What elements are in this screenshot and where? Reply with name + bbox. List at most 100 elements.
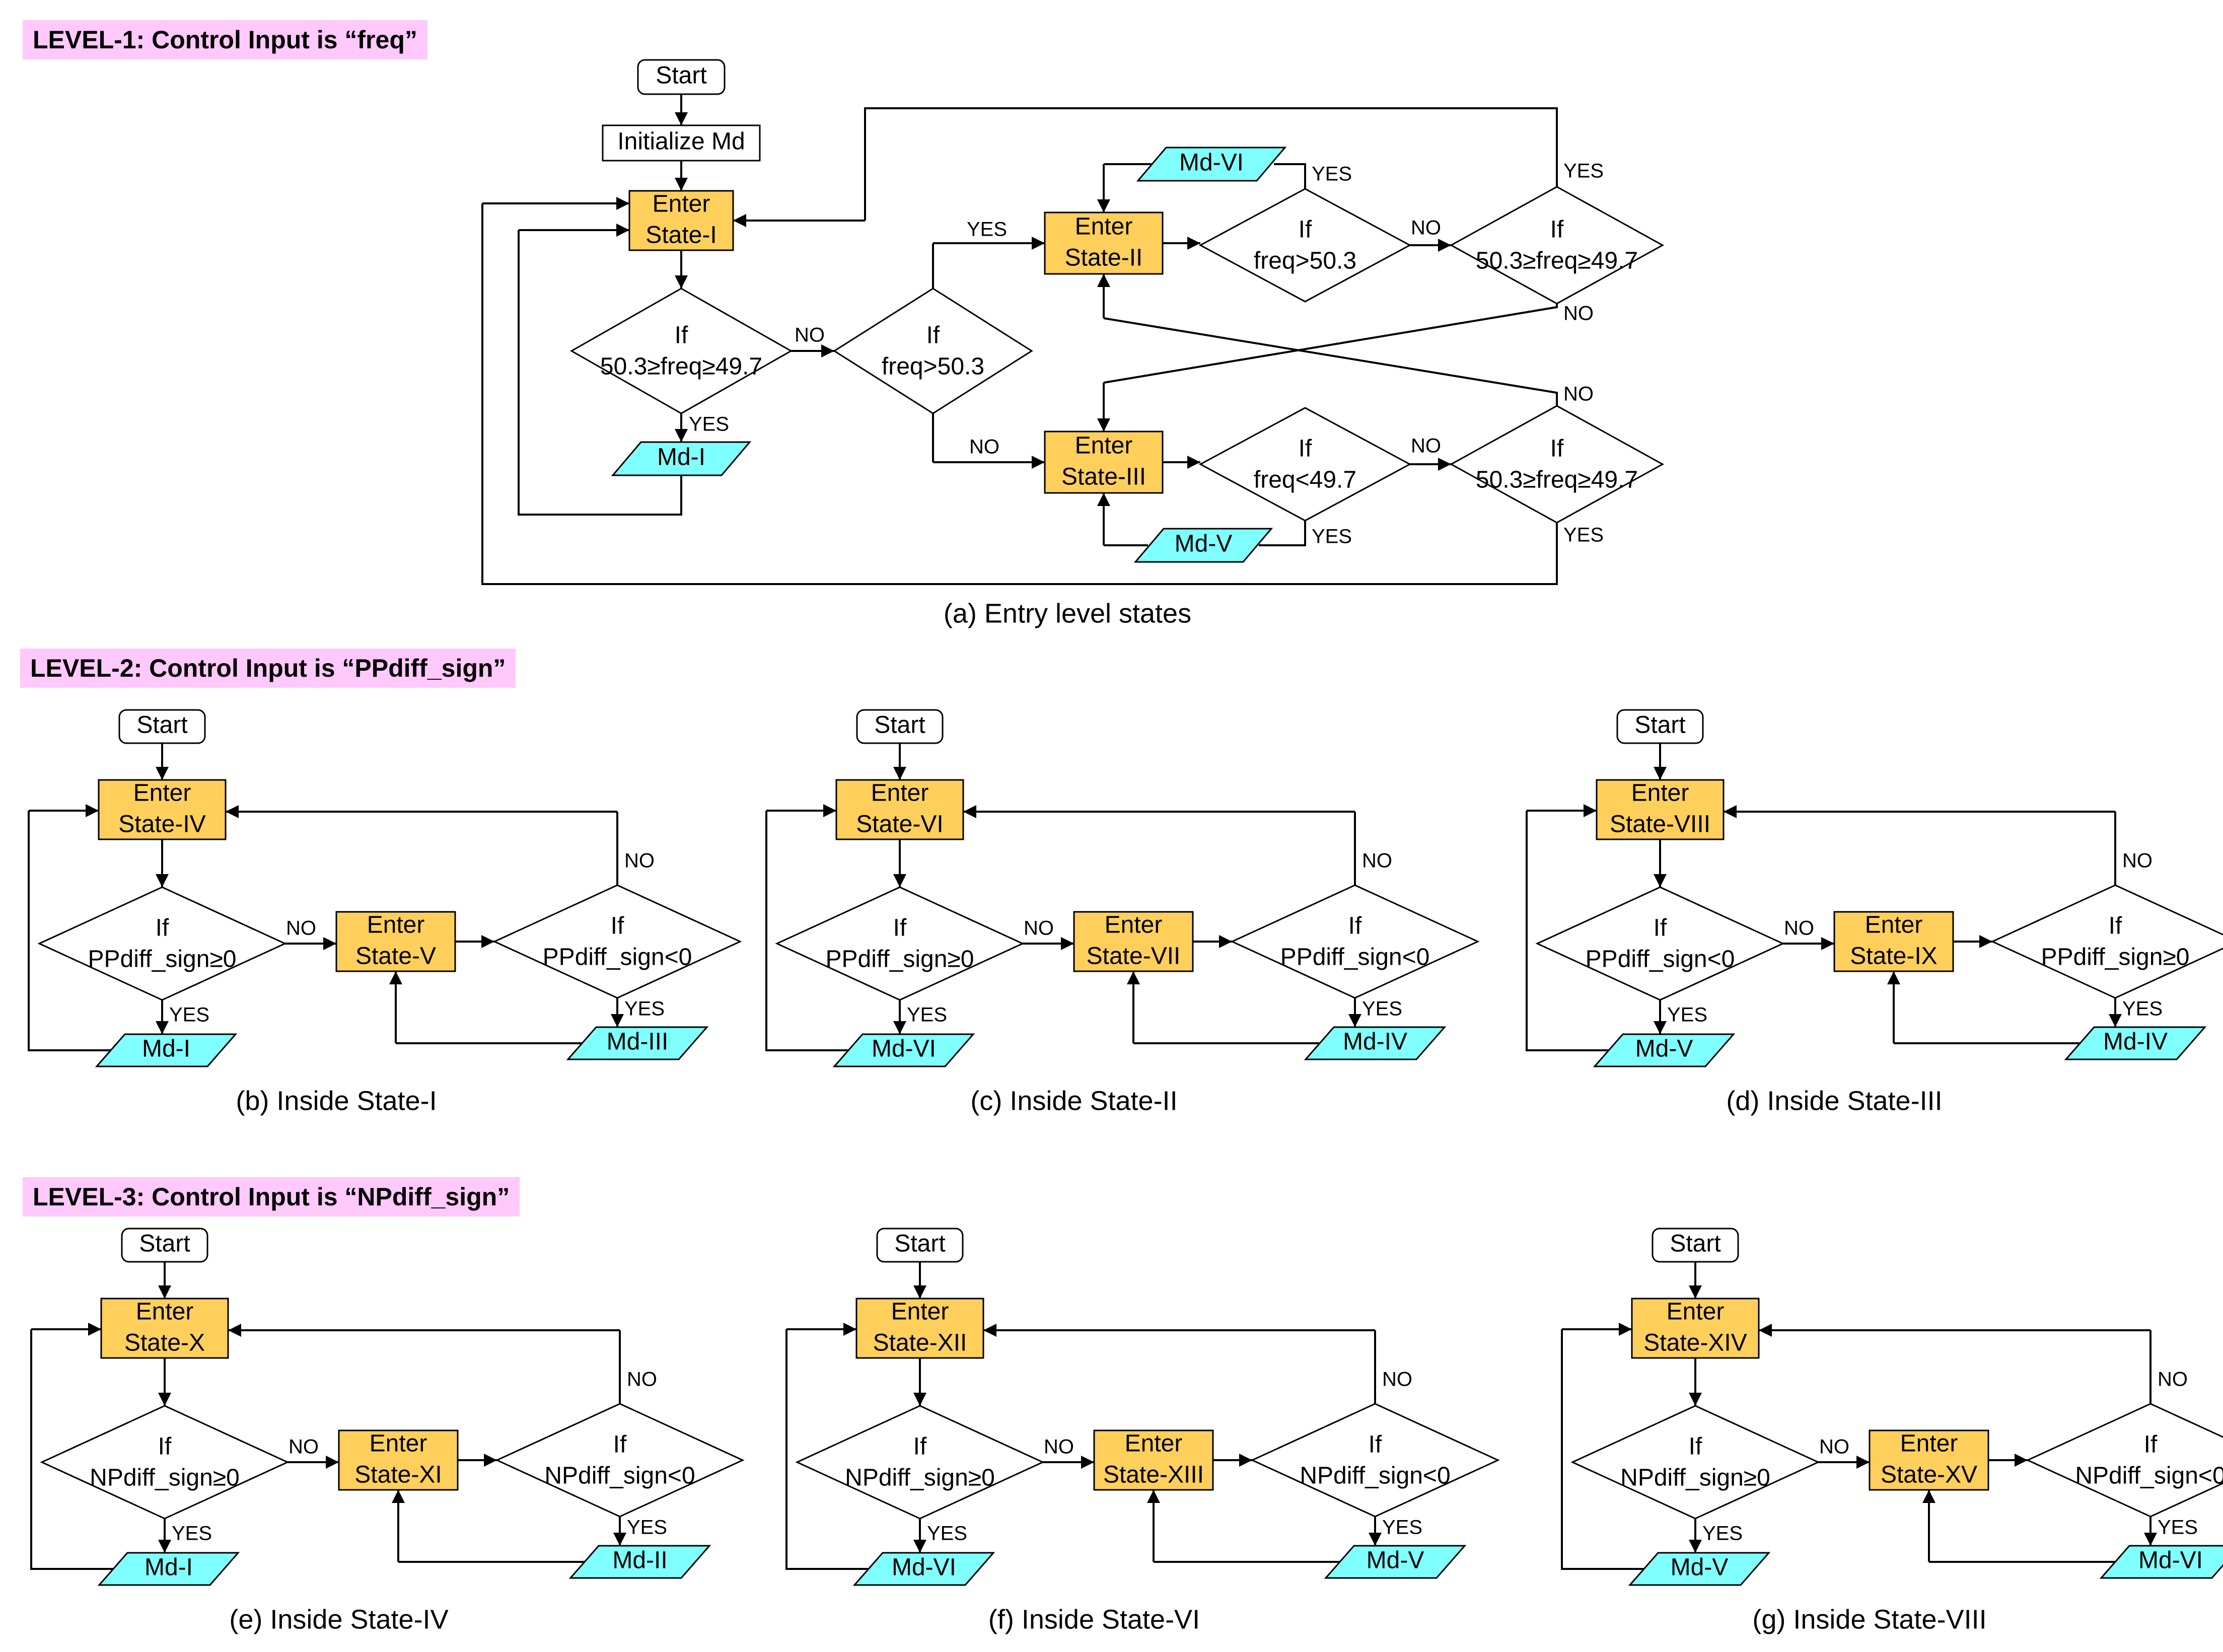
panel-e-state2-box [338,1429,459,1491]
panel-g-start-terminal-label: Start [1670,1231,1720,1257]
panel-c-label-no2: NO [1362,850,1392,872]
l1-line-iii-low-yes [1259,521,1306,546]
panel-f-state2-box-label-enter: Enter [1125,1430,1183,1457]
panel-g-decision1-label-condition: NPdiff_sign≥0 [1620,1465,1770,1491]
panel-b-state1-box-label-enter: Enter [133,780,191,807]
panel-e-label-yes2: YES [627,1517,667,1539]
panel-d-output2-label: Md-IV [2103,1029,2168,1055]
panel-d-state1-box-label-enter: Enter [1631,780,1689,807]
l1-label-yes-ii-high: YES [1312,163,1352,185]
panel-g-line-output1-loop [1561,1329,1644,1570]
panel-g-decision2-label-condition: NPdiff_sign<0 [2075,1463,2223,1489]
l1-ii-band-decision-label-if: If [1550,217,1564,243]
panel-f-caption: (f) Inside State-VI [988,1604,1200,1634]
l1-iii-band-decision [1449,405,1665,524]
l1-initialize-md-box [602,124,761,162]
panel-c-state2-box [1073,911,1194,972]
l1-state-i-box-label-enter: Enter [653,191,710,218]
l1-label-no-ii-high: NO [1411,217,1441,239]
l1-state-i-box [628,190,734,251]
l1-state-iii-box-label-enter: Enter [1075,433,1133,459]
panel-b-label-no2: NO [624,850,655,872]
panel-d-decision2-label-if: If [2109,913,2122,940]
l1-label-no-ii-band: NO [1563,303,1594,325]
l1-high-decision [833,288,1033,414]
l1-label-yes-high: YES [967,219,1007,241]
l1-state-ii-box-label-state: State-II [1065,245,1143,271]
l1-line-md-i-loop [518,230,682,516]
panel-f-label-no2: NO [1382,1369,1412,1391]
panel-c-output1 [832,1033,975,1067]
panel-c-start-terminal-label: Start [874,712,925,739]
panel-e-state2-box-label-enter: Enter [370,1430,427,1457]
l1-iii-low-decision-label-if: If [1299,436,1312,462]
panel-e-output2-label: Md-II [612,1547,667,1574]
panel-g-state2-box-label-enter: Enter [1900,1430,1958,1457]
l1-label-yes-ii-band: YES [1563,160,1604,182]
panel-f-start-terminal [876,1228,964,1263]
panel-f-state1-box-label-state: State-XII [873,1330,967,1356]
l1-line-ii-high-yes [1274,163,1306,189]
l1-md-i-output [611,441,752,476]
panel-f-decision1-label-condition: NPdiff_sign≥0 [845,1465,995,1491]
panel-f-output2 [1324,1545,1467,1579]
panel-e-state1-box-label-state: State-X [124,1330,205,1356]
panel-f-output2-label: Md-V [1367,1547,1424,1574]
panel-f-state2-box [1093,1429,1214,1491]
l1-ii-high-decision-label-if: If [1299,217,1312,243]
l1-state-ii-box [1044,211,1164,275]
level-3-label: LEVEL-3: Control Input is “NPdiff_sign” [23,1177,520,1216]
panel-d-caption: (d) Inside State-III [1726,1086,1942,1116]
l1-band-decision [569,288,793,414]
panel-e-label-yes1: YES [172,1523,212,1545]
panel-g-caption: (g) Inside State-VIII [1752,1604,1986,1634]
panel-f-label-yes1: YES [927,1523,967,1545]
panel-g-label-yes1: YES [1702,1523,1743,1545]
panel-e-decision1-label-if: If [158,1433,172,1460]
panel-b-output1 [95,1033,238,1067]
panel-d-state1-box [1596,779,1725,840]
l1-md-vi-output [1136,147,1287,182]
panel-c-output1-label: Md-VI [872,1036,936,1062]
panel-g-decision2 [2026,1403,2223,1518]
panel-b-state1-box-label-state: State-IV [118,811,205,838]
panel-g-state2-box [1869,1429,1989,1491]
l1-ii-band-decision-label-condition: 50.3≥freq≥49.7 [1476,248,1638,274]
panel-f-state1-box [855,1298,984,1359]
panel-e-decision2 [495,1403,745,1518]
panel-d-decision1-label-condition: PPdiff_sign<0 [1586,946,1735,973]
level-2-label: LEVEL-2: Control Input is “PPdiff_sign” [20,649,516,688]
panel-e-output1-label: Md-I [145,1554,193,1581]
panel-e-label-no2: NO [627,1369,657,1391]
panel-c-decision1 [775,886,1025,1001]
node-shapes [37,59,2223,1586]
panel-b-decision1-label-condition: PPdiff_sign≥0 [88,946,237,973]
panel-g-state1-box-label-enter: Enter [1667,1299,1725,1325]
panel-d-output1 [1593,1033,1736,1067]
panel-d-output2 [2064,1026,2207,1060]
panel-f-label-no1: NO [1044,1436,1074,1458]
panel-e-start-terminal [121,1228,208,1263]
panel-b-output2-label: Md-III [607,1029,669,1055]
panel-c-decision2 [1230,884,1480,999]
panel-d-decision1 [1535,886,1785,1001]
l1-start-terminal [637,59,726,95]
panel-f-line-output1-loop [785,1329,869,1570]
panel-e-state2-box-label-state: State-XI [354,1462,442,1488]
l1-high-decision-label-if: If [926,322,940,349]
panel-d-label-yes2: YES [2122,998,2163,1020]
l1-line-ii-band-no [1103,304,1558,384]
panel-e-state1-box-label-enter: Enter [136,1299,194,1325]
panel-b-output1-label: Md-I [142,1036,190,1062]
panel-b-decision1-label-if: If [156,915,169,942]
panel-c-label-no1: NO [1024,917,1054,940]
panel-c-label-yes1: YES [907,1004,947,1026]
panel-g-label-yes2: YES [2158,1517,2198,1539]
l1-high-decision-label-condition: freq>50.3 [882,353,984,380]
panel-b-caption: (b) Inside State-I [236,1086,437,1116]
panel-c-state1-box [835,779,964,840]
panel-d-decision2-label-condition: PPdiff_sign≥0 [2041,944,2190,971]
panel-c-output2-label: Md-IV [1343,1029,1407,1055]
panel-e-state1-box [100,1298,229,1359]
